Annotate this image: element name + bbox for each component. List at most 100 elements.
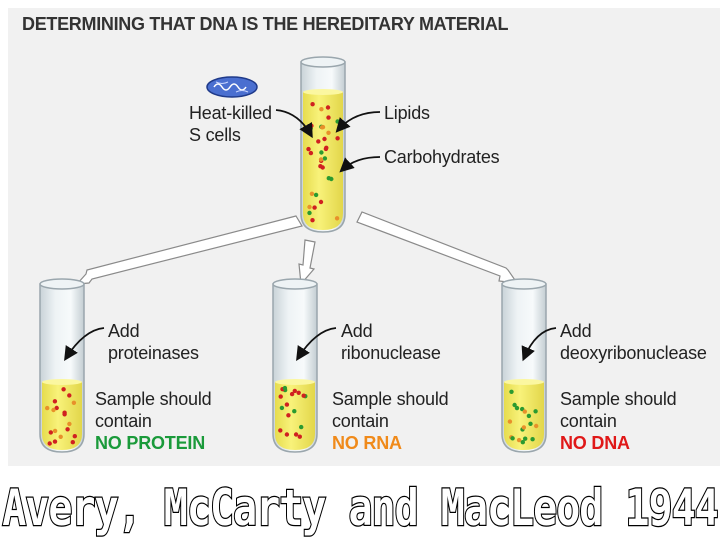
arrow-to-tube-2	[298, 239, 316, 286]
molecule-dot	[318, 157, 324, 162]
molecule-dot	[507, 419, 513, 424]
molecule-dot	[324, 145, 329, 150]
molecule-dot	[534, 423, 539, 429]
tube-2-sample-line-1: Sample should	[332, 389, 449, 409]
tube-3-sample-line-1: Sample should	[560, 389, 677, 409]
tube-3-result: NO DNA	[560, 433, 630, 453]
carbohydrates-pointer	[339, 156, 381, 173]
molecule-dot	[325, 105, 331, 110]
molecule-dot	[299, 424, 304, 430]
arrow-to-tube-1	[75, 215, 303, 285]
molecule-dot	[310, 102, 315, 107]
heat-killed-pointer	[275, 109, 313, 139]
molecule-dot	[54, 405, 59, 411]
tube-3-sample-label: Sample should contain NO DNA	[560, 388, 677, 454]
molecule-dot	[297, 434, 302, 439]
molecule-dot	[312, 205, 317, 210]
molecule-dot	[293, 432, 299, 437]
molecule-dot	[65, 427, 70, 432]
tube-3-pointer	[521, 327, 557, 362]
molecule-dot	[530, 437, 535, 442]
molecule-dot	[71, 400, 77, 405]
molecule-dot	[522, 409, 527, 414]
lipids-label: Lipids	[384, 103, 430, 123]
molecule-dot	[316, 139, 321, 144]
molecule-dot	[70, 440, 76, 445]
molecule-dot	[521, 425, 527, 430]
molecule-dot	[319, 150, 324, 155]
s-cells-icon	[206, 76, 258, 98]
molecule-dot	[326, 130, 331, 135]
footer-caption: Avery, McCarty and MacLeod 1944	[1, 479, 720, 539]
molecule-dot	[512, 402, 517, 408]
molecule-dot	[282, 385, 288, 391]
molecule-dot	[286, 413, 291, 418]
molecule-dot	[292, 409, 297, 414]
molecule-dot	[335, 136, 340, 141]
tube-2-add-line-1: Add	[341, 321, 373, 341]
molecule-dot	[52, 399, 58, 404]
molecule-dot	[322, 136, 327, 142]
molecule-dot	[335, 119, 340, 124]
footer-band	[0, 466, 720, 540]
tube-2-sample-label: Sample should contain NO RNA	[332, 388, 449, 454]
carbohydrates-label: Carbohydrates	[384, 147, 500, 167]
treatment-tube-2	[272, 278, 318, 453]
molecule-dot	[310, 218, 315, 223]
molecule-dot	[278, 428, 283, 433]
molecule-dot	[52, 428, 58, 434]
diagram-title: DETERMINING THAT DNA IS THE HEREDITARY M…	[22, 14, 509, 34]
molecule-dot	[45, 405, 50, 411]
molecule-dot	[61, 387, 66, 392]
molecule-dot	[533, 409, 538, 414]
lipids-pointer	[335, 111, 381, 133]
diagram-background	[8, 8, 720, 472]
molecule-dot	[326, 115, 331, 120]
molecule-dot	[313, 192, 319, 198]
tube-3-sample-line-2: contain	[560, 411, 617, 431]
source-tube	[300, 56, 346, 233]
molecule-dot	[306, 146, 311, 152]
tube-1-pointer	[64, 327, 105, 362]
molecule-dot	[516, 437, 522, 443]
arrow-to-tube-3	[356, 211, 519, 284]
tube-1-sample-line-2: contain	[95, 411, 152, 431]
heat-killed-line-2: S cells	[189, 125, 241, 145]
molecule-dot	[309, 191, 315, 196]
tube-2-pointer	[296, 327, 337, 362]
molecule-dot	[319, 107, 324, 112]
molecule-dot	[72, 434, 78, 439]
molecule-dot	[319, 125, 325, 130]
molecule-dot	[526, 413, 532, 419]
molecule-dot	[67, 421, 72, 427]
tube-2-enzyme: ribonuclease	[341, 343, 441, 363]
molecule-dot	[48, 430, 53, 435]
tube-1-result: NO PROTEIN	[95, 433, 206, 453]
molecule-dot	[289, 391, 295, 397]
molecule-dot	[284, 402, 290, 407]
treatment-tubes	[39, 278, 547, 453]
molecule-dot	[326, 176, 331, 181]
molecule-dot	[301, 393, 306, 398]
molecule-dot	[510, 436, 515, 441]
molecule-dot	[309, 123, 314, 128]
tube-1-add-line-1: Add	[108, 321, 140, 341]
tube-3-add-line-1: Add	[560, 321, 592, 341]
treatment-tube-1	[39, 278, 85, 453]
molecule-dot	[318, 164, 323, 169]
tube-3-add-label: Add deoxyribonuclease	[560, 320, 707, 364]
tube-1-sample-label: Sample should contain NO PROTEIN	[95, 388, 212, 454]
molecule-dot	[322, 156, 328, 161]
molecule-dot	[67, 393, 72, 398]
molecule-dot	[334, 216, 340, 221]
molecule-dot	[523, 436, 528, 441]
heat-killed-label: Heat-killed S cells	[189, 102, 272, 146]
tube-2-add-label: Add ribonuclease	[341, 320, 441, 364]
molecule-dot	[520, 440, 525, 445]
tube-2-result: NO RNA	[332, 433, 402, 453]
heat-killed-line-1: Heat-killed	[189, 103, 272, 123]
molecule-dot	[318, 199, 324, 205]
molecule-dot	[307, 210, 312, 216]
